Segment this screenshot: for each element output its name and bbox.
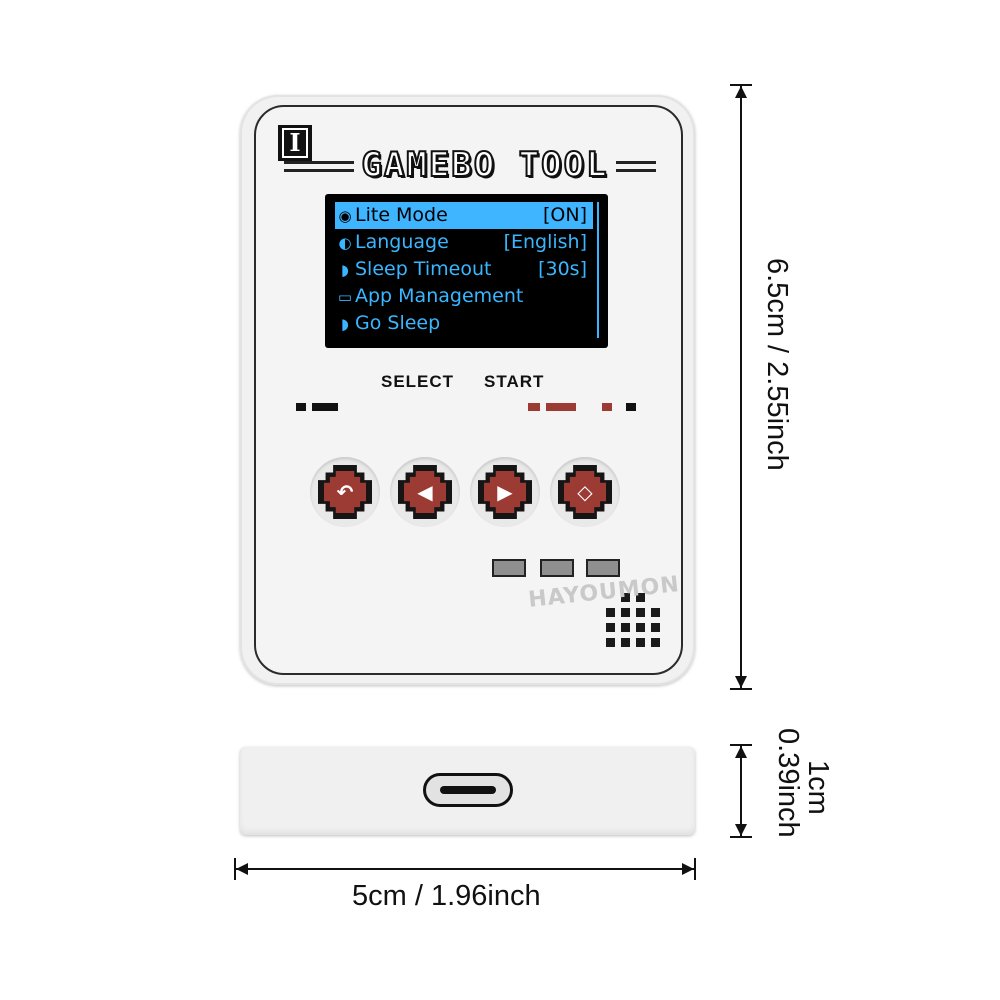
speaker-hole	[636, 638, 645, 647]
depth-label-cm: 1cm	[802, 760, 834, 815]
speaker-hole	[651, 623, 660, 632]
screen-menu-value: [English]	[503, 231, 587, 253]
sleep-icon: ◗	[341, 315, 349, 333]
grey-key[interactable]	[586, 559, 620, 577]
speaker-hole	[621, 593, 630, 602]
screen-menu-value: [ON]	[543, 204, 587, 226]
speaker-hole	[636, 608, 645, 617]
speaker-hole	[621, 623, 630, 632]
screen-menu-item: ▭App Management	[335, 283, 593, 310]
dim-tick	[730, 744, 752, 746]
left-button[interactable]: ◀	[398, 465, 452, 519]
indicator-dash	[546, 403, 576, 411]
indicator-dash	[528, 403, 540, 411]
arrow-right-icon	[682, 863, 694, 875]
title-rule-right	[616, 161, 656, 164]
grey-key[interactable]	[540, 559, 574, 577]
dim-tick	[730, 84, 752, 86]
speaker-hole	[606, 608, 615, 617]
dim-tick	[730, 836, 752, 838]
speaker-hole	[621, 638, 630, 647]
screen-bezel: ◉Lite Mode [ON] ◐Language [English] ◗ Sleep T…	[325, 194, 608, 348]
title-rule-left	[284, 161, 354, 164]
width-dimension-line	[236, 868, 694, 870]
arrow-down-icon	[735, 824, 747, 836]
brand-title: GAMEBO TOOL	[360, 144, 609, 186]
device-face: I GAMEBO TOOL ◉Lite Mode [ON] ◐Language [En…	[254, 105, 683, 675]
title-rule-right	[616, 169, 656, 172]
diamond-icon: ◇	[577, 480, 593, 504]
device-front: I GAMEBO TOOL ◉Lite Mode [ON] ◐Language [En…	[240, 95, 695, 685]
speaker-hole	[606, 638, 615, 647]
speaker-hole	[621, 608, 630, 617]
sleep-icon: ◗	[341, 261, 349, 279]
dim-tick	[694, 858, 696, 880]
button-cap: ▶	[484, 471, 526, 513]
screen-menu-item: ◉Lite Mode [ON]	[335, 202, 593, 229]
button-cap: ◀	[404, 471, 446, 513]
indicator-dash	[626, 403, 636, 411]
screen-scrollbar	[597, 202, 599, 338]
width-label: 5cm / 1.96inch	[352, 880, 541, 912]
dim-tick	[234, 858, 236, 880]
back-button[interactable]: ↶	[318, 465, 372, 519]
indicator-dash	[312, 403, 338, 411]
screen-menu-label: App Management	[355, 285, 524, 307]
indicator-dash	[602, 403, 612, 411]
app-icon: ▭	[337, 288, 353, 306]
start-label: START	[484, 372, 545, 391]
speaker-hole	[636, 623, 645, 632]
screen-menu-item: ◐Language [English]	[335, 229, 593, 256]
language-icon: ◐	[338, 234, 352, 252]
logo-badge: I	[278, 125, 312, 161]
right-arrow-icon: ▶	[497, 480, 513, 504]
usb-slot	[440, 786, 496, 794]
device-side	[240, 747, 695, 835]
speaker-hole	[636, 593, 645, 602]
arrow-down-icon	[735, 676, 747, 688]
title-rule-left	[284, 169, 354, 172]
screen-menu-label: Language	[355, 231, 449, 253]
ok-button[interactable]: ◇	[558, 465, 612, 519]
height-label: 6.5cm / 2.55inch	[761, 258, 793, 471]
screen-menu-value: [30s]	[538, 258, 587, 280]
dim-tick	[730, 688, 752, 690]
speaker-grille	[602, 593, 672, 653]
arrow-up-icon	[735, 746, 747, 758]
arrow-left-icon	[236, 863, 248, 875]
speaker-hole	[651, 638, 660, 647]
oled-screen: ◉Lite Mode [ON] ◐Language [English] ◗ Sleep T…	[335, 202, 599, 338]
depth-dimension-line	[740, 746, 742, 836]
logo-glyph: I	[282, 128, 308, 158]
screen-menu-item: ◗ Go Sleep	[335, 310, 593, 337]
grey-key[interactable]	[492, 559, 526, 577]
button-cap: ◇	[564, 471, 606, 513]
indicator-dash	[296, 403, 306, 411]
screen-menu-label: Go Sleep	[355, 312, 441, 334]
screen-menu-item: ◗ Sleep Timeout [30s]	[335, 256, 593, 283]
globe-icon: ◉	[338, 207, 352, 225]
depth-label-inch: 0.39inch	[772, 728, 804, 838]
usb-c-port	[423, 773, 513, 807]
screen-menu-label: Lite Mode	[355, 204, 448, 226]
button-cap: ↶	[324, 471, 366, 513]
arrow-up-icon	[735, 86, 747, 98]
back-arrow-icon: ↶	[336, 480, 354, 504]
right-button[interactable]: ▶	[478, 465, 532, 519]
height-dimension-line	[740, 86, 742, 688]
select-label: SELECT	[381, 372, 455, 391]
speaker-hole	[606, 623, 615, 632]
left-arrow-icon: ◀	[417, 480, 433, 504]
speaker-hole	[651, 608, 660, 617]
screen-menu-label: Sleep Timeout	[355, 258, 492, 280]
